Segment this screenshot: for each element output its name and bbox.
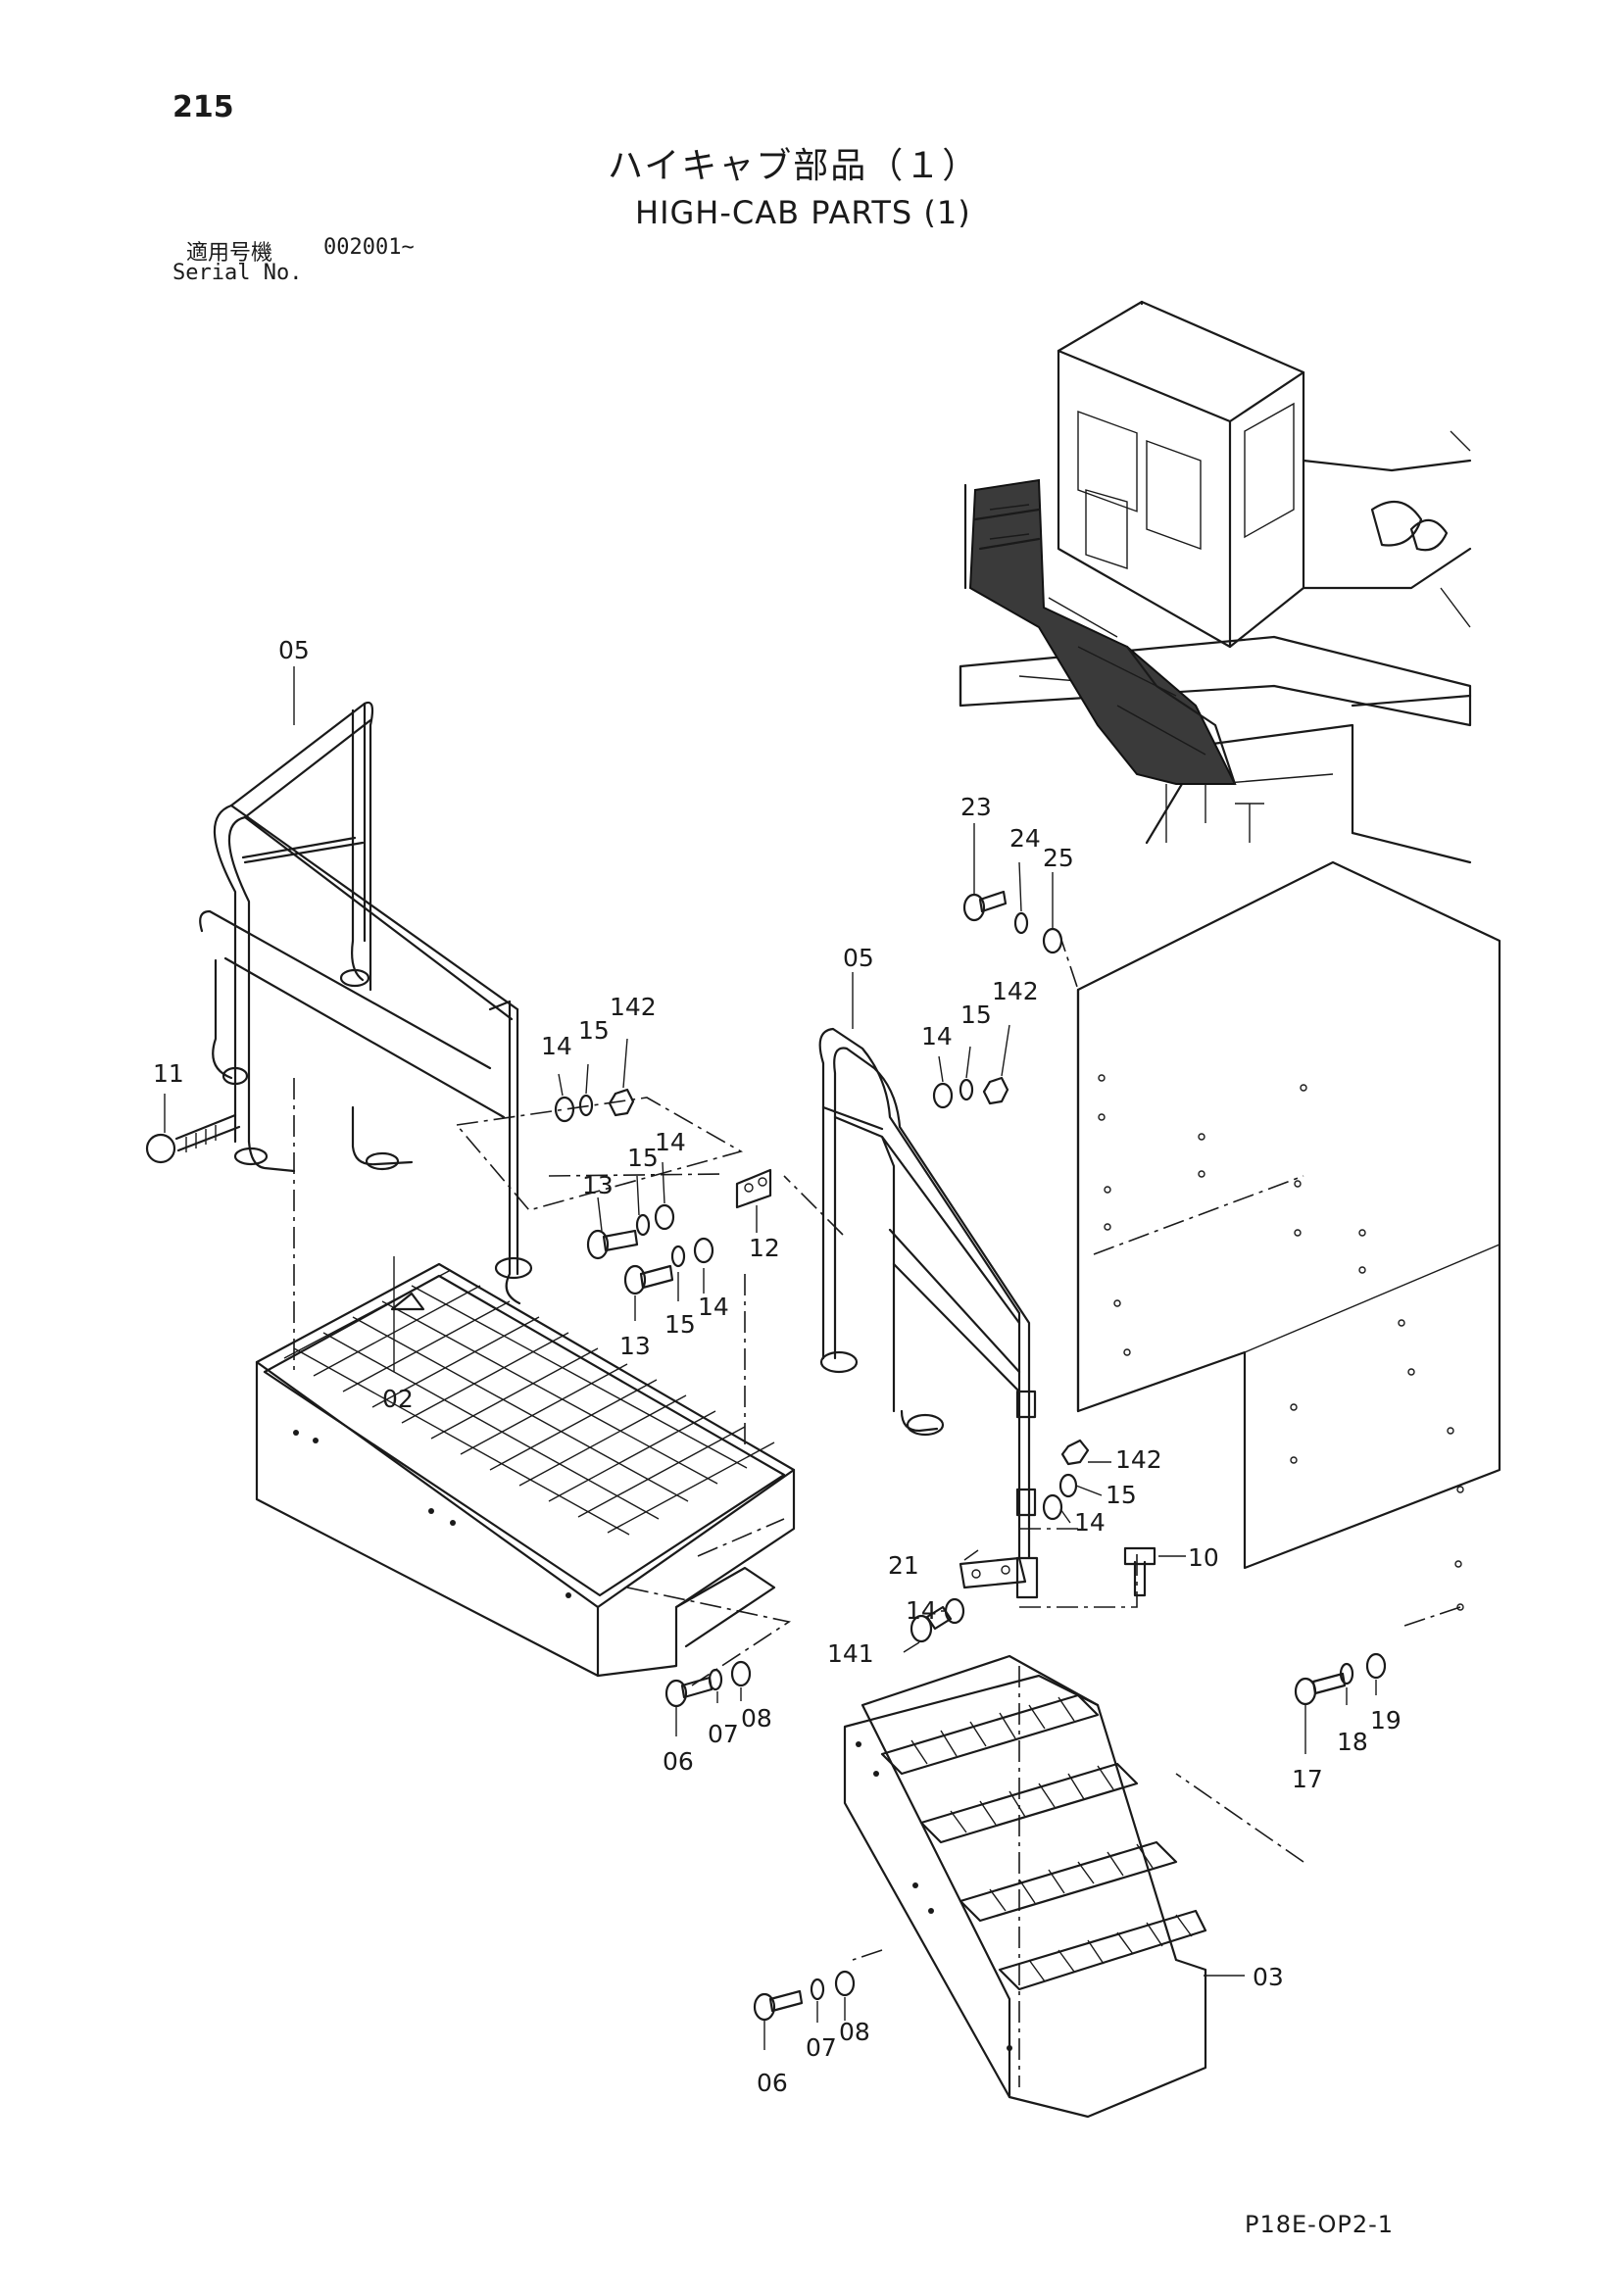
part-label-17: 17 [1292,1765,1323,1793]
handrail-04 [199,701,533,1305]
part-label-13-upper: 13 [582,1171,614,1199]
part-label-08-upper: 08 [741,1704,772,1733]
part-label-02: 02 [382,1385,414,1413]
part-label-24: 24 [1009,824,1041,853]
part-label-03: 03 [1253,1963,1284,1991]
part-label-23: 23 [960,793,992,821]
highlighted-stair-assembly [963,478,1237,786]
part-label-142-right: 142 [992,977,1039,1005]
part-label-15: 15 [578,1016,610,1045]
bracket-12 [735,1168,772,1209]
bolt-13-lower [623,1264,674,1295]
page-title-english: HIGH-CAB PARTS (1) [635,194,971,231]
stair-03 [843,1654,1207,2119]
part-label-11: 11 [153,1059,184,1088]
bolt-13-upper [586,1229,639,1260]
part-label-15-mid: 15 [627,1144,659,1172]
bolt-10 [1123,1546,1156,1597]
part-label-12: 12 [749,1234,780,1262]
part-label-25: 25 [1043,844,1074,872]
serial-number-range: 002001~ [323,235,415,260]
part-label-07-upper: 07 [708,1720,739,1748]
page-number: 215 [172,90,234,124]
machine-overview [959,300,1472,864]
part-label-08-lower: 08 [839,2018,870,2046]
serial-label-japanese: 適用号機 [186,241,273,266]
part-label-14-bracket: 14 [906,1596,937,1625]
serial-label-english: Serial No. [172,261,303,285]
washers-and-nuts [554,911,1387,2001]
part-label-15-lower: 15 [664,1310,696,1339]
part-label-142-lower: 142 [1115,1445,1162,1474]
part-label-14-right: 14 [921,1022,953,1050]
part-label-15-side: 15 [1106,1481,1137,1509]
part-label-15-right: 15 [960,1001,992,1029]
part-label-06-lower: 06 [757,2069,788,2097]
page-title-japanese: ハイキャブ部品（１） [608,146,980,186]
part-label-06-upper: 06 [663,1747,694,1776]
part-label-14: 14 [541,1032,572,1060]
frame-block-outline [1076,860,1501,1611]
part-label-07-lower: 07 [806,2033,837,2062]
platform-02 [255,1262,796,1678]
bolt-06-lower [753,1989,804,2022]
bolt-141 [910,1605,953,1643]
bolt-23 [962,890,1008,922]
bolt-06-upper [664,1676,713,1708]
part-label-13-lower: 13 [619,1332,651,1360]
handrail-05 [818,1027,1039,1599]
part-label-10: 10 [1188,1543,1219,1572]
part-label-14-mid: 14 [655,1128,686,1156]
bolt-11 [145,1113,241,1164]
part-label-19: 19 [1370,1706,1402,1734]
drawing-code: P18E-OP2-1 [1245,2211,1395,2238]
part-label-04: 05 [278,636,310,664]
bracket-21 [959,1556,1027,1589]
part-label-05: 05 [843,944,874,972]
leader-lines [164,666,1377,2050]
part-label-14-side: 14 [1074,1508,1106,1537]
part-label-142: 142 [610,993,657,1021]
part-label-21: 21 [888,1551,919,1580]
part-label-18: 18 [1337,1728,1368,1756]
bolt-17 [1294,1672,1347,1706]
part-label-141: 141 [827,1639,874,1668]
part-labels: 05 11 14 15 142 05 14 15 142 13 15 14 12… [153,636,1402,2097]
part-label-14-lower: 14 [698,1293,729,1321]
